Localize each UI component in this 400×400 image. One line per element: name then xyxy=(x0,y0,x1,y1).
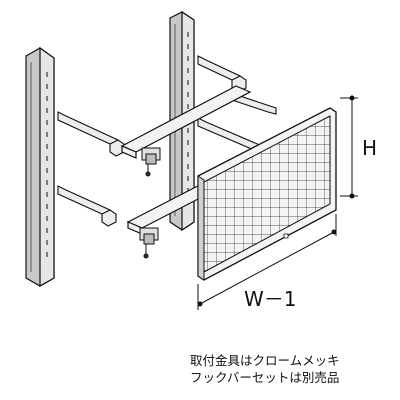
caption-line-1: 取付金具はクロームメッキ xyxy=(190,353,340,368)
height-label: H xyxy=(362,136,377,160)
width-label: W－1 xyxy=(244,287,297,311)
hook-bar-upper xyxy=(120,85,252,159)
bracket-left-upper xyxy=(57,111,125,157)
left-upright-post xyxy=(25,46,55,288)
caption: 取付金具はクロームメッキ フックバーセットは別売品 xyxy=(190,352,395,386)
clamp-fitting-lower xyxy=(139,227,159,259)
width-dimension xyxy=(197,214,337,310)
height-dimension xyxy=(340,95,358,199)
bracket-left-lower xyxy=(57,185,117,227)
panel-hole xyxy=(283,233,289,239)
clamp-fitting-upper xyxy=(141,147,161,177)
right-upright-post xyxy=(169,10,195,232)
wire-mesh-panel xyxy=(197,107,337,281)
caption-line-2: フックバーセットは別売品 xyxy=(190,370,340,385)
